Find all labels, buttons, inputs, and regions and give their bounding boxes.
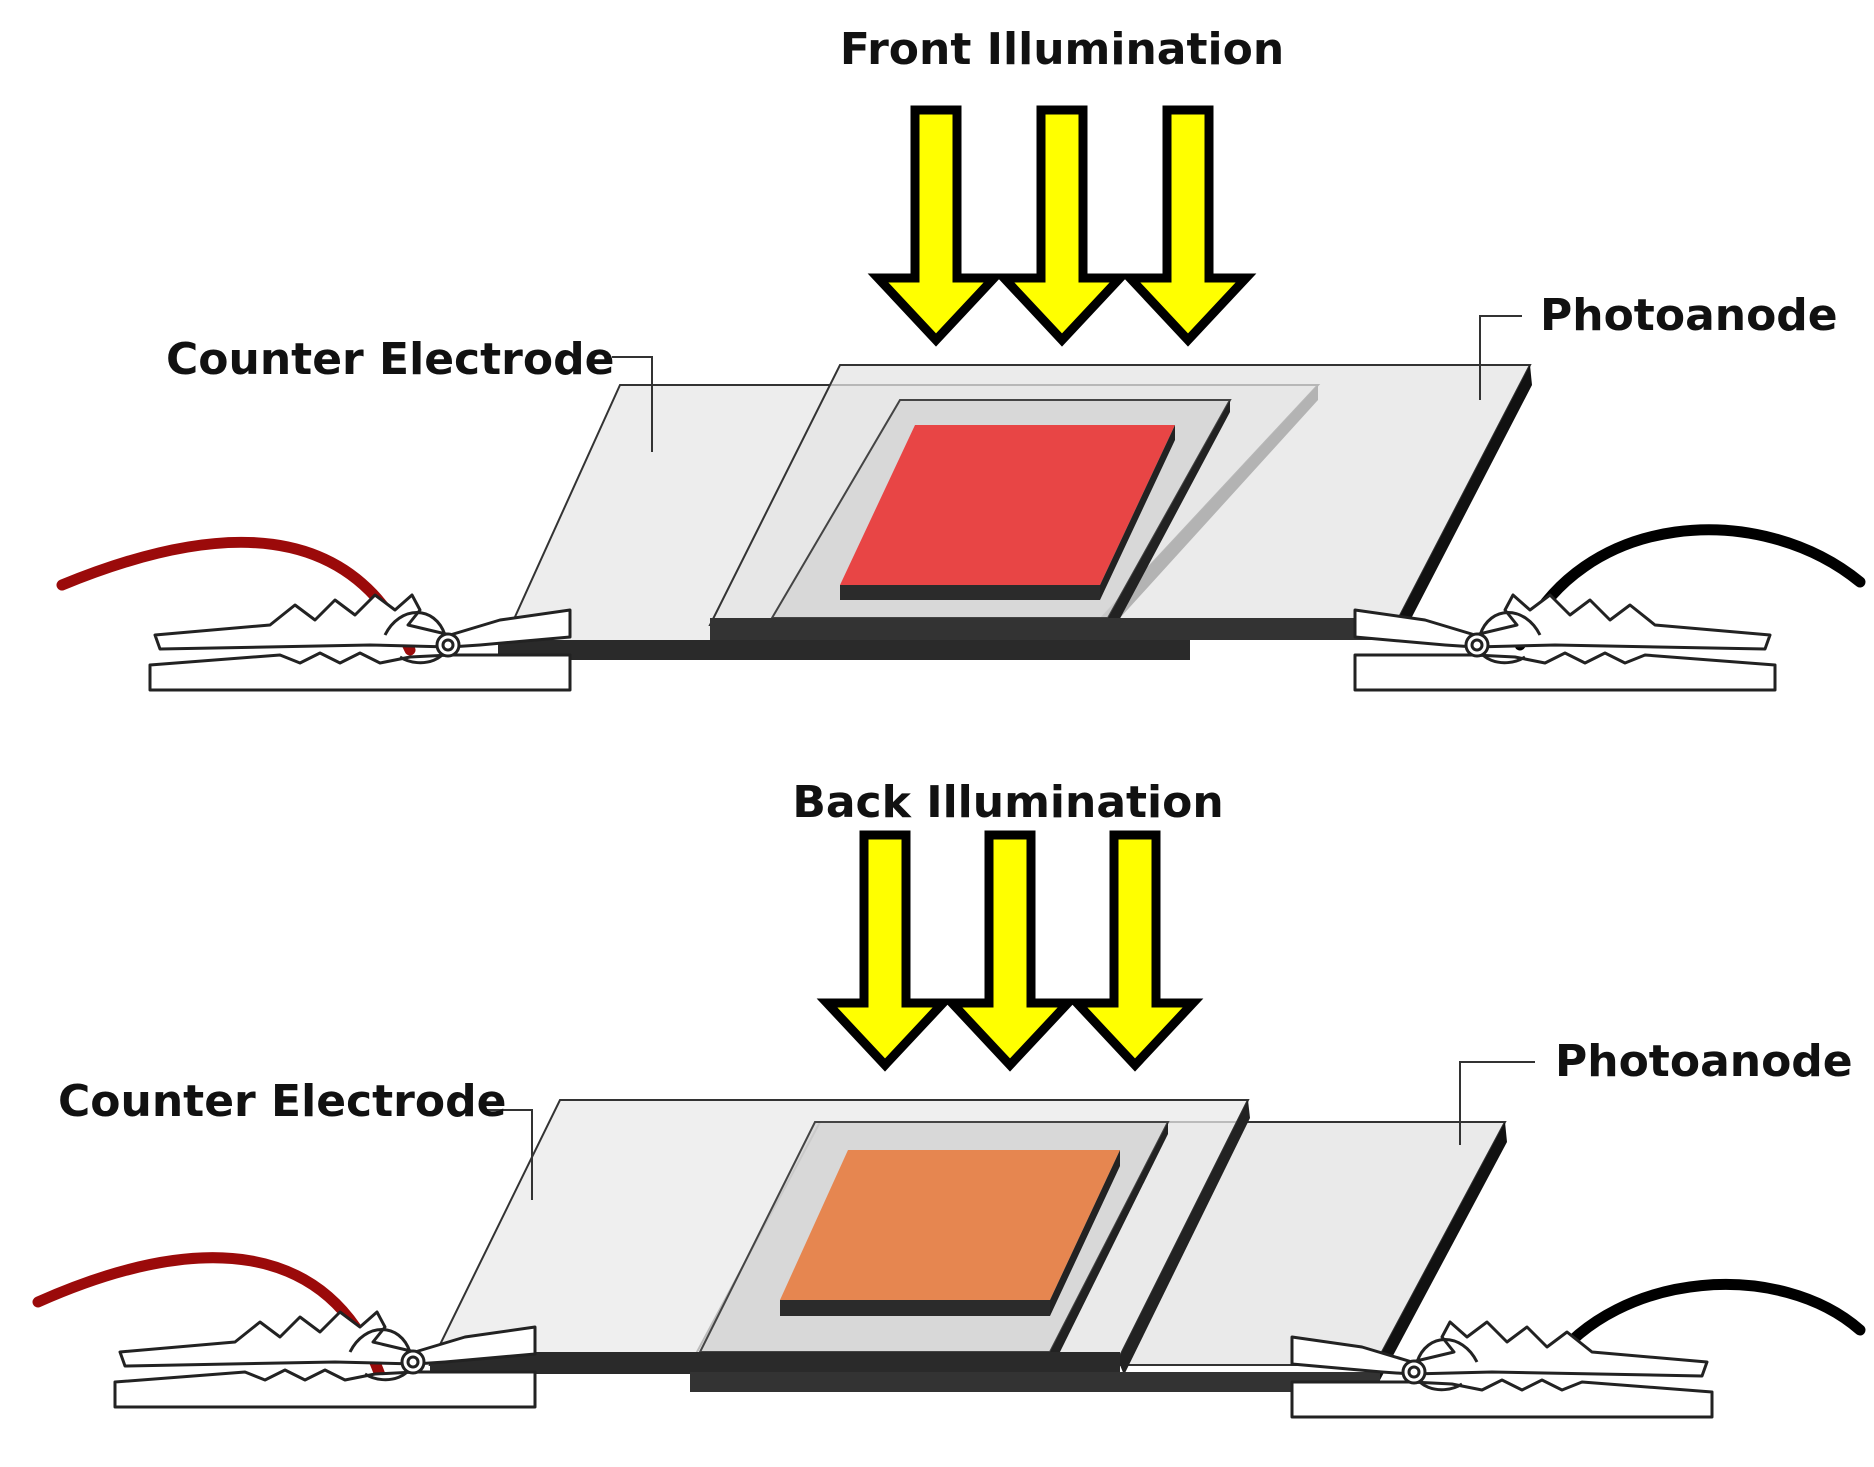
counter-electrode-label: Counter Electrode [166, 334, 614, 385]
photoanode-base-bar [710, 618, 1400, 640]
alligator-clip-right-icon [1353, 593, 1777, 692]
front-sample-square [840, 425, 1175, 600]
light-arrow-icon [1004, 110, 1120, 340]
back-light-arrows [827, 835, 1193, 1065]
back-illumination-title: Back Illumination [792, 777, 1223, 828]
front-illumination-title: Front Illumination [840, 24, 1284, 75]
light-arrow-icon [878, 110, 994, 340]
back-illumination-panel: Back Illumination [32, 777, 1866, 1419]
electrode-base-bar [430, 1352, 1120, 1374]
light-arrow-icon [1130, 110, 1246, 340]
electrode-base-bar [498, 640, 1190, 660]
black-wire [1544, 1279, 1866, 1371]
light-arrow-icon [1077, 835, 1193, 1065]
light-arrow-icon [952, 835, 1068, 1065]
back-sample-square [780, 1150, 1120, 1316]
counter-electrode-leader [487, 1109, 533, 1200]
counter-electrode-label: Counter Electrode [58, 1076, 506, 1127]
photoanode-leader [1459, 1061, 1535, 1145]
front-light-arrows [878, 110, 1246, 340]
counter-electrode-leader [612, 356, 653, 452]
light-arrow-icon [827, 835, 943, 1065]
photoanode-label: Photoanode [1555, 1036, 1853, 1087]
front-illumination-panel: Front Illumination [56, 24, 1866, 692]
photoanode-label: Photoanode [1540, 290, 1838, 341]
photoanode-base-bar [690, 1372, 1380, 1392]
alligator-clip-left-icon [148, 593, 572, 692]
photoanode-leader [1479, 315, 1522, 400]
